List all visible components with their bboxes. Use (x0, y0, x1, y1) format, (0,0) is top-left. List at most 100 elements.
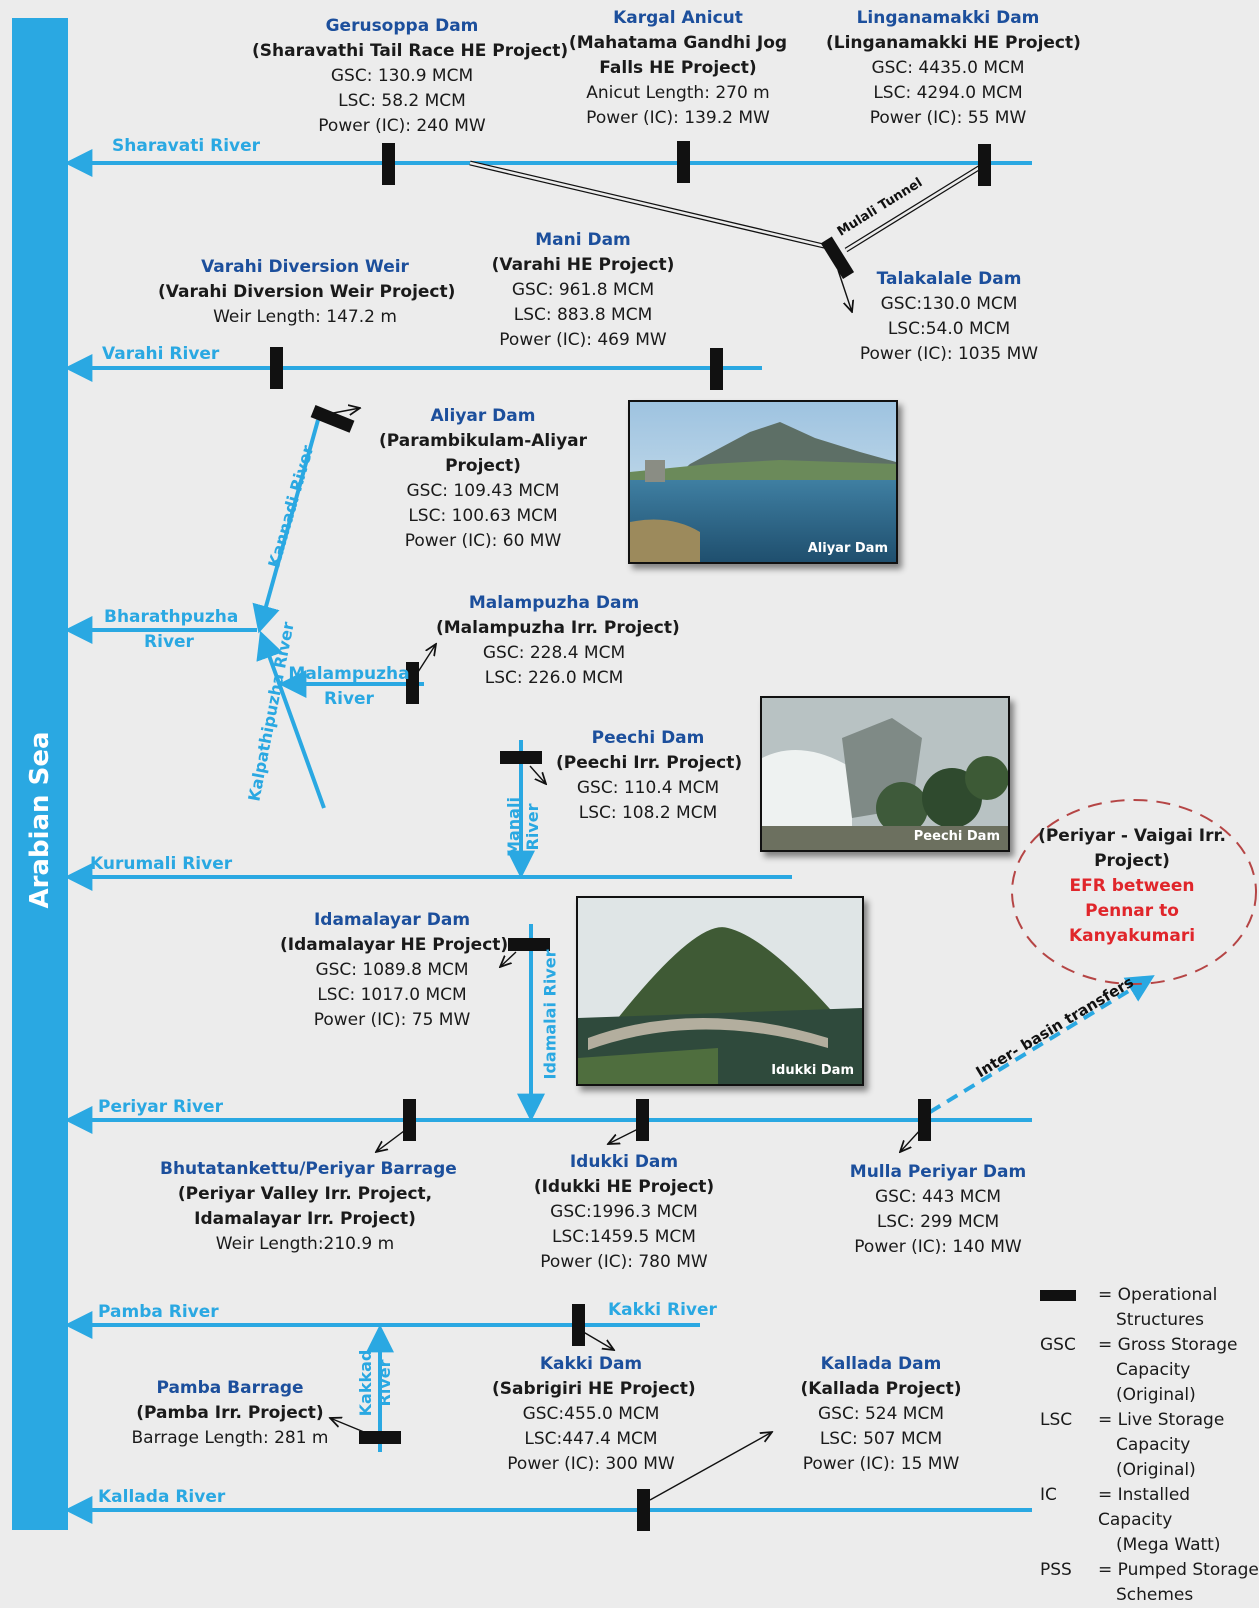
malampuzha-lsc: LSC: 226.0 MCM (484, 668, 624, 688)
legend-ic-line1: = Installed Capacity (1098, 1485, 1191, 1530)
kallada-gsc: GSC: 524 MCM (817, 1404, 945, 1424)
aliyar-lsc: LSC: 100.63 MCM (408, 506, 558, 526)
bharathpuzha-river-label: Bharathpuzha River (104, 605, 238, 655)
gerusoppa-power: Power (IC): 240 MW (318, 116, 486, 136)
legend-pss-line1: = Pumped Storage (1098, 1560, 1259, 1580)
legend-row-gsc: GSC = Gross Storage Capacity (Original) (1040, 1333, 1259, 1408)
kallada-power: Power (IC): 15 MW (802, 1454, 960, 1474)
talakalale-name: Talakalale Dam (876, 269, 1022, 289)
kakki-project: (Sabrigiri HE Project) (492, 1379, 696, 1399)
kalpathipuzha-river-line (256, 630, 326, 809)
peechi-gsc: GSC: 110.4 MCM (576, 778, 720, 798)
peechi-dam-photo: Peechi Dam (760, 696, 1010, 852)
talakalale-power: Power (IC): 1035 MW (859, 344, 1039, 364)
mani-lsc: LSC: 883.8 MCM (513, 305, 653, 325)
peechi-project: (Peechi Irr. Project) (556, 753, 743, 773)
varahi-weir-name: Varahi Diversion Weir (201, 257, 409, 277)
linganamakki-name: Linganamakki Dam (856, 8, 1040, 28)
pointer-arrows (327, 269, 923, 1501)
arabian-sea-label: Arabian Sea (25, 731, 55, 909)
kakkad-label-line2: River (375, 1359, 394, 1407)
idukki-lsc: LSC:1459.5 MCM (552, 1227, 696, 1247)
pamba-bar (359, 1431, 401, 1444)
kargal-project-1: (Mahatama Gandhi Jog (568, 33, 788, 53)
mulla-periyar-gsc: GSC: 443 MCM (874, 1187, 1002, 1207)
malampuzha-gsc: GSC: 228.4 MCM (482, 643, 626, 663)
pamba-block: Pamba Barrage (Pamba Irr. Project) Barra… (124, 1376, 336, 1451)
idukki-name: Idukki Dam (569, 1152, 679, 1172)
varahi-weir-project: (Varahi Diversion Weir Project) (158, 282, 456, 302)
varahi-river-label: Varahi River (102, 344, 220, 364)
idukki-bar (636, 1099, 649, 1141)
kargal-block: Kargal Anicut (Mahatama Gandhi Jog Falls… (563, 6, 793, 131)
idukki-photo-art (578, 898, 862, 1084)
legend-row-ic: IC = Installed Capacity (Mega Watt) (1040, 1483, 1259, 1558)
kakki-name: Kakki Dam (539, 1354, 643, 1374)
legend-operational-line2: Structures (1116, 1310, 1204, 1330)
aliyar-dam-photo: Aliyar Dam (628, 400, 898, 564)
mulali-tunnel (469, 160, 984, 253)
aliyar-name: Aliyar Dam (430, 406, 536, 426)
pamba-river-label: Pamba River (98, 1302, 219, 1322)
idamalayar-bar (508, 938, 550, 951)
gerusoppa-project: (Sharavathi Tail Race HE Project) (252, 41, 569, 61)
varahi-weir-block: Varahi Diversion Weir (Varahi Diversion … (158, 255, 456, 330)
malampuzha-river-label: Malampuzha River (288, 662, 410, 712)
mulla-periyar-bar (918, 1099, 931, 1141)
manali-label-line2: River (523, 803, 542, 851)
peechi-bar (500, 751, 542, 764)
kannadi-river-line (252, 419, 320, 634)
efr-text: (Periyar - Vaigai Irr. Project) EFR betw… (1010, 800, 1254, 990)
mulla-periyar-power: Power (IC): 140 MW (854, 1237, 1022, 1257)
talakalale-bar (820, 236, 855, 279)
linganamakki-power: Power (IC): 55 MW (869, 108, 1027, 128)
legend-lsc-desc: = Live Storage Capacity (Original) (1098, 1408, 1259, 1483)
efr-line-5: Kanyakumari (1068, 926, 1196, 946)
idamalayar-power: Power (IC): 75 MW (313, 1010, 471, 1030)
legend-ic-line2: (Mega Watt) (1116, 1535, 1221, 1555)
kakki-river-label: Kakki River (608, 1300, 717, 1320)
legend-swatch-cell (1040, 1283, 1098, 1333)
malampuzha-bar (406, 662, 419, 704)
idukki-block: Idukki Dam (Idukki HE Project) GSC:1996.… (526, 1150, 722, 1275)
malampuzha-name: Malampuzha Dam (468, 593, 640, 613)
idamalayar-block: Idamalayar Dam (Idamalayar HE Project) G… (280, 908, 508, 1033)
idukki-dam-photo: Idukki Dam (576, 896, 864, 1086)
mani-power: Power (IC): 469 MW (499, 330, 667, 350)
mulla-periyar-lsc: LSC: 299 MCM (876, 1212, 1000, 1232)
legend-gsc-line2: Capacity (Original) (1116, 1360, 1196, 1405)
idamalayar-gsc: GSC: 1089.8 MCM (315, 960, 469, 980)
mulla-periyar-block: Mulla Periyar Dam GSC: 443 MCM LSC: 299 … (840, 1160, 1036, 1260)
efr-line-2: Project) (1094, 851, 1170, 871)
efr-line-4: Pennar to (1085, 901, 1179, 921)
varahi-weir-length: Weir Length: 147.2 m (213, 307, 397, 327)
legend-operational-line1: = Operational (1098, 1285, 1218, 1305)
structure-bars (270, 141, 991, 1531)
kargal-bar (677, 141, 690, 183)
kallada-block: Kallada Dam (Kallada Project) GSC: 524 M… (790, 1352, 972, 1477)
idamalai-river-label: Idamalai River (540, 949, 560, 1080)
legend-row-lsc: LSC = Live Storage Capacity (Original) (1040, 1408, 1259, 1483)
legend-gsc-line1: = Gross Storage (1098, 1335, 1238, 1355)
efr-ellipse (1011, 799, 1257, 985)
aliyar-photo-art (630, 402, 896, 562)
bhutatankettu-project-2: Idamalayar Irr. Project) (194, 1209, 416, 1229)
bhutatankettu-block: Bhutatankettu/Periyar Barrage (Periyar V… (160, 1157, 457, 1257)
linganamakki-lsc: LSC: 4294.0 MCM (873, 83, 1023, 103)
gerusoppa-lsc: LSC: 58.2 MCM (338, 91, 466, 111)
kakki-power: Power (IC): 300 MW (507, 1454, 675, 1474)
linganamakki-block: Linganamakki Dam (Linganamakki HE Projec… (826, 6, 1081, 131)
kallada-name: Kallada Dam (820, 1354, 942, 1374)
periyar-river-label: Periyar River (98, 1097, 223, 1117)
pamba-project: (Pamba Irr. Project) (136, 1403, 324, 1423)
legend: = Operational Structures GSC = Gross Sto… (1040, 1283, 1259, 1608)
mani-project: (Varahi HE Project) (491, 255, 675, 275)
legend-pss-key: PSS (1040, 1560, 1072, 1580)
manali-river-label: Manali River (504, 792, 542, 862)
idamalayar-lsc: LSC: 1017.0 MCM (317, 985, 467, 1005)
manali-label-line1: Manali (504, 797, 523, 857)
idukki-power: Power (IC): 780 MW (540, 1252, 708, 1272)
aliyar-gsc: GSC: 109.43 MCM (406, 481, 560, 501)
kargal-power: Power (IC): 139.2 MW (586, 108, 770, 128)
legend-lsc-key: LSC (1040, 1410, 1073, 1430)
